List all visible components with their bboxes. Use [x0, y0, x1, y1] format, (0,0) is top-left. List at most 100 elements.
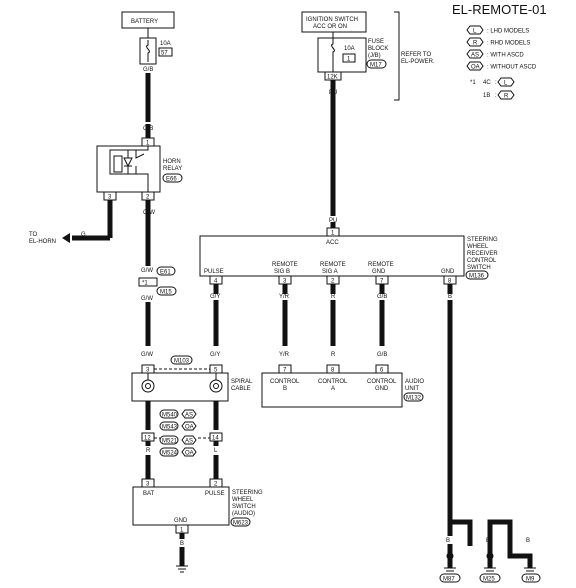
- to-el-horn-1: TO: [29, 232, 38, 238]
- horn-relay-pin-1: 1: [146, 141, 150, 147]
- swrcs-name-3: RECEIVER: [467, 251, 498, 257]
- battery-fuse-number: 57: [161, 51, 168, 57]
- relay-coil-icon: [113, 155, 123, 173]
- legend-4c-code: L: [504, 81, 508, 87]
- legend-oa-code: OA: [471, 65, 480, 71]
- spiral-conn-4-opt: OA: [185, 451, 194, 457]
- fuse-icon: [146, 40, 150, 62]
- sws-pin-1: 1: [180, 528, 184, 534]
- audio-pin-8: 8: [331, 368, 335, 374]
- legend-lhd-code: L: [473, 29, 477, 35]
- sws-pin-2: 2: [214, 482, 218, 488]
- audio-label-1b: B: [283, 386, 287, 392]
- swrcs-wire-pulse: G/Y: [210, 294, 220, 300]
- legend-lhd-text: : LHD MODELS: [487, 29, 529, 35]
- ignition-switch-box: [301, 11, 367, 33]
- refer-to-2: EL-POWER.: [401, 59, 435, 65]
- ignition-fuse-amp: 10A: [344, 46, 355, 52]
- swrcs-name-5: SWITCH: [467, 265, 491, 271]
- legend-as-tag: [466, 49, 484, 59]
- swrcs-wire-b: B: [448, 294, 452, 300]
- swrcs-acc: ACC: [326, 240, 339, 246]
- sws-name-3: SWITCH: [232, 504, 256, 510]
- swrcs-name-2: WHEEL: [467, 244, 489, 250]
- sws-gnd: GND: [174, 518, 188, 524]
- legend-4c-tag: [497, 77, 515, 87]
- legend-rhd-code: R: [473, 41, 478, 47]
- sws-wire-gnd: B: [180, 541, 184, 547]
- relay-switch-icon: [135, 150, 145, 174]
- legend-star: *1: [470, 80, 476, 86]
- swrcs-pin-label-pulse: PULSE: [204, 269, 224, 275]
- spiral-conn-3-opt: AS: [185, 439, 193, 445]
- swrcs-wire-sigb: Y/R: [279, 294, 290, 300]
- swrcs-wire-gnd: G/B: [377, 294, 387, 300]
- audio-label-1a: CONTROL: [270, 379, 300, 385]
- battery-label: BATTERY: [131, 19, 158, 25]
- swrcs-pin-label-sigb-2: SIG B: [274, 269, 290, 275]
- legend: L : LHD MODELS R : RHD MODELS AS : WITH …: [466, 25, 537, 100]
- legend-4c-sep: :: [495, 80, 497, 86]
- swrcs-pin-acc: 1: [331, 231, 335, 237]
- grounds-section: B M87 B M25 B M9: [439, 519, 541, 583]
- spiral-conn-1: M540: [162, 413, 178, 419]
- audio-label-2b: A: [331, 386, 335, 392]
- ground-icon: [176, 565, 188, 573]
- refer-bracket: [394, 11, 400, 101]
- spiral-conn-4: M524: [162, 451, 178, 457]
- spiral-name-2: CABLE: [231, 386, 251, 392]
- sws-connector: M623: [233, 521, 249, 527]
- legend-rhd-text: : RHD MODELS: [487, 41, 530, 47]
- swrcs-pin-7: 7: [380, 279, 384, 285]
- audio-wire-1: Y/R: [279, 352, 290, 358]
- legend-as-code: AS: [471, 53, 479, 59]
- spiral-conn-2: M543: [162, 425, 178, 431]
- swrcs-pin-label-gnd-2: GND: [372, 269, 386, 275]
- sws-pin-3: 3: [146, 482, 150, 488]
- audio-label-3a: CONTROL: [367, 379, 397, 385]
- spiral-wire-right-top: G/Y: [210, 352, 220, 358]
- battery-fuse-amp: 10A: [160, 41, 171, 47]
- legend-oa-tag: [466, 61, 484, 71]
- spiral-pin-12: 12: [144, 436, 151, 442]
- swrcs-wire-siga: R: [331, 294, 336, 300]
- sws-bat: BAT: [143, 491, 155, 497]
- ground-wire-3: B: [526, 538, 530, 544]
- fuse-block-1: FUSE: [368, 39, 384, 45]
- ground-label-2: M25: [483, 577, 495, 583]
- swrcs-connector: M136: [469, 274, 485, 280]
- audio-unit-box: [261, 372, 403, 408]
- sws-pulse: PULSE: [205, 491, 225, 497]
- to-el-horn-2: EL-HORN: [29, 239, 56, 245]
- splice-dot-2: [486, 552, 494, 560]
- swrcs-pin-3: 3: [283, 279, 287, 285]
- audio-pin-6: 6: [380, 368, 384, 374]
- horn-relay-pin-2: 2: [146, 195, 150, 201]
- legend-1b-code: R: [504, 94, 509, 100]
- sws-name-1: STEERING: [232, 490, 263, 496]
- swrcs-box: [199, 235, 465, 277]
- spiral-pin-5: 5: [214, 368, 218, 374]
- horn-relay-section: G/B 1 HORN RELAY E66 3 2 G G/W TO EL-HOR…: [29, 124, 183, 245]
- battery-wire: G/B: [143, 67, 153, 73]
- audio-wire-3: G/B: [377, 352, 387, 358]
- ground-label-3: M9: [526, 577, 535, 583]
- swrcs-wire-in: PU: [329, 218, 337, 224]
- fuse-block-box: [317, 37, 367, 73]
- fuse-block-connector: M17: [370, 63, 382, 69]
- swrcs-section: PU 1 ACC STEERING WHEEL RECEIVER CONTROL…: [199, 218, 498, 536]
- swrcs-pin-8: 8: [448, 279, 452, 285]
- audio-label-2a: CONTROL: [318, 379, 348, 385]
- diode-icon: [123, 150, 133, 174]
- legend-1b-sep: :: [495, 93, 497, 99]
- steering-switch-section: 3 2 BAT PULSE GND STEERING WHEEL SWITCH …: [132, 478, 263, 573]
- ground-icon: [444, 567, 456, 572]
- junction-connector-2: M15: [160, 290, 172, 296]
- spiral-wire-l: L: [214, 448, 218, 454]
- junction-connector-1: E61: [160, 270, 171, 276]
- refer-to-1: REFER TO: [401, 52, 431, 58]
- audio-connector: M132: [406, 396, 422, 402]
- swrcs-pin-label-siga-1: REMOTE: [320, 262, 346, 268]
- spiral-conn-1-opt: AS: [185, 413, 193, 419]
